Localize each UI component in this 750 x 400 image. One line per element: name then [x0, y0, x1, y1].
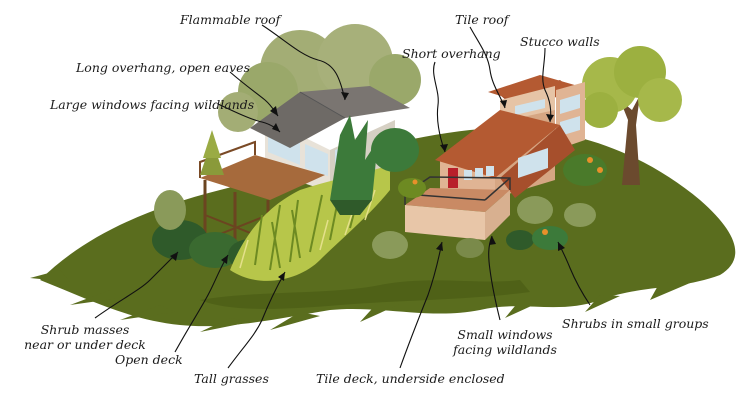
label-tile-roof: Tile roof [455, 12, 508, 27]
label-small-windows-line2: facing wildlands [445, 342, 565, 357]
label-large-windows: Large windows facing wildlands [50, 97, 254, 112]
label-short-overhang: Short overhang [402, 46, 501, 61]
label-tile-deck: Tile deck, underside enclosed [316, 371, 505, 386]
label-long-overhang: Long overhang, open eaves [76, 60, 250, 75]
leader-tile-roof [470, 27, 505, 108]
label-shrub-masses-line2: near or under deck [20, 337, 150, 352]
label-shrub-masses: Shrub masses near or under deck [20, 322, 150, 352]
label-flammable-roof: Flammable roof [180, 12, 280, 27]
label-small-windows-line1: Small windows [445, 327, 565, 342]
label-tall-grasses: Tall grasses [194, 371, 269, 386]
label-open-deck: Open deck [115, 352, 183, 367]
label-shrub-masses-line1: Shrub masses [20, 322, 150, 337]
label-shrubs-small-groups: Shrubs in small groups [562, 316, 709, 331]
label-stucco-walls: Stucco walls [520, 34, 600, 49]
label-small-windows: Small windows facing wildlands [445, 327, 565, 357]
small-conifer [200, 130, 224, 175]
